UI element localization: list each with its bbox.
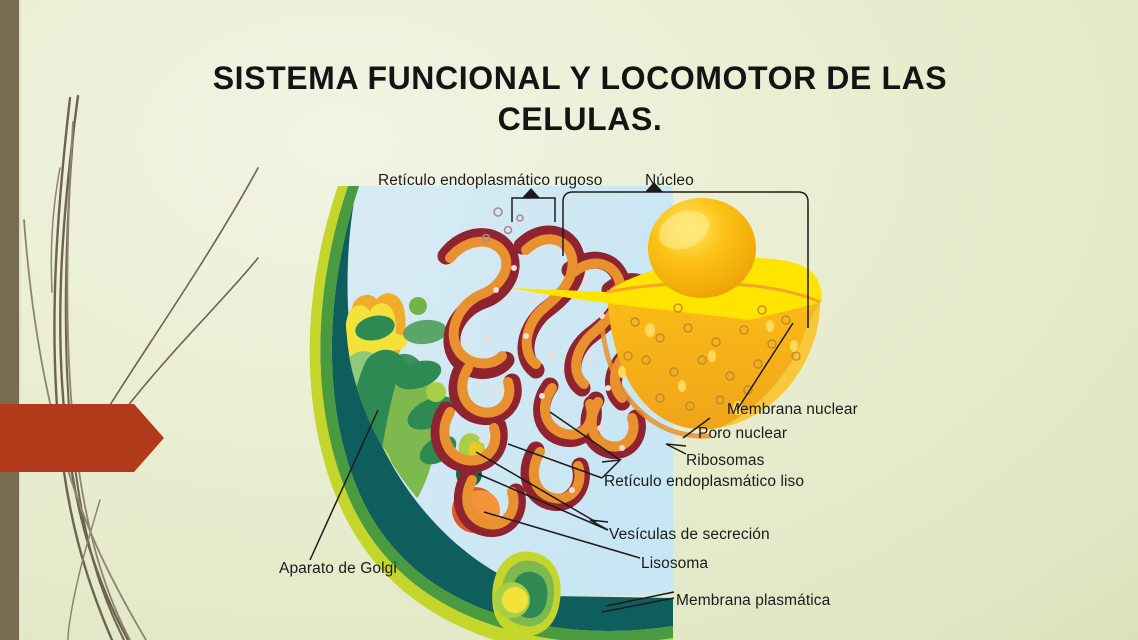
vesicle-bottom bbox=[494, 582, 530, 618]
left-accent-bar-edge bbox=[19, 0, 22, 640]
left-accent-bar bbox=[0, 0, 19, 640]
leader-ribosomas bbox=[665, 443, 687, 455]
free-ribosomes bbox=[481, 207, 524, 243]
leader-lines bbox=[309, 182, 809, 613]
label-reticulo-endoplasmatico-rugoso: Retículo endoplasmático rugoso bbox=[378, 172, 603, 189]
nucleus bbox=[512, 198, 822, 430]
nuclear-membrane-band bbox=[599, 321, 711, 439]
label-aparato-de-golgi: Aparato de Golgi bbox=[279, 560, 397, 577]
label-membrana-plasmatica: Membrana plasmática bbox=[676, 592, 831, 609]
cell-diagram bbox=[250, 160, 1120, 640]
label-membrana-nuclear: Membrana nuclear bbox=[727, 401, 858, 418]
label-reticulo-endoplasmatico-liso: Retículo endoplasmático liso bbox=[604, 473, 805, 490]
leader-vesiculas-2 bbox=[477, 473, 609, 531]
label-vesiculas-de-secrecion: Vesículas de secreción bbox=[609, 526, 770, 543]
leader-poro-nuclear bbox=[682, 417, 711, 439]
leader-membrana-nuclear bbox=[736, 322, 794, 411]
leader-re-liso-3 bbox=[549, 411, 621, 461]
plasma-membrane bbox=[309, 186, 673, 640]
label-poro-nuclear: Poro nuclear bbox=[698, 425, 788, 442]
leader-golgi bbox=[309, 409, 379, 561]
label-lisosoma: Lisosoma bbox=[641, 555, 709, 572]
arrow-banner[interactable] bbox=[0, 404, 166, 472]
label-nucleo: Núcleo bbox=[645, 172, 694, 189]
leader-membrana-plasmatica bbox=[601, 597, 675, 613]
leader-vesiculas-3 bbox=[475, 451, 597, 523]
bracket-nucleus bbox=[562, 191, 809, 328]
leader-membrana-plasmatica-2 bbox=[605, 591, 675, 607]
label-ribosomas: Ribosomas bbox=[686, 452, 765, 469]
leader-lisosoma bbox=[483, 511, 641, 559]
page-title: SISTEMA FUNCIONAL Y LOCOMOTOR DE LAS CEL… bbox=[212, 60, 948, 137]
leader-re-liso-2 bbox=[507, 443, 603, 479]
